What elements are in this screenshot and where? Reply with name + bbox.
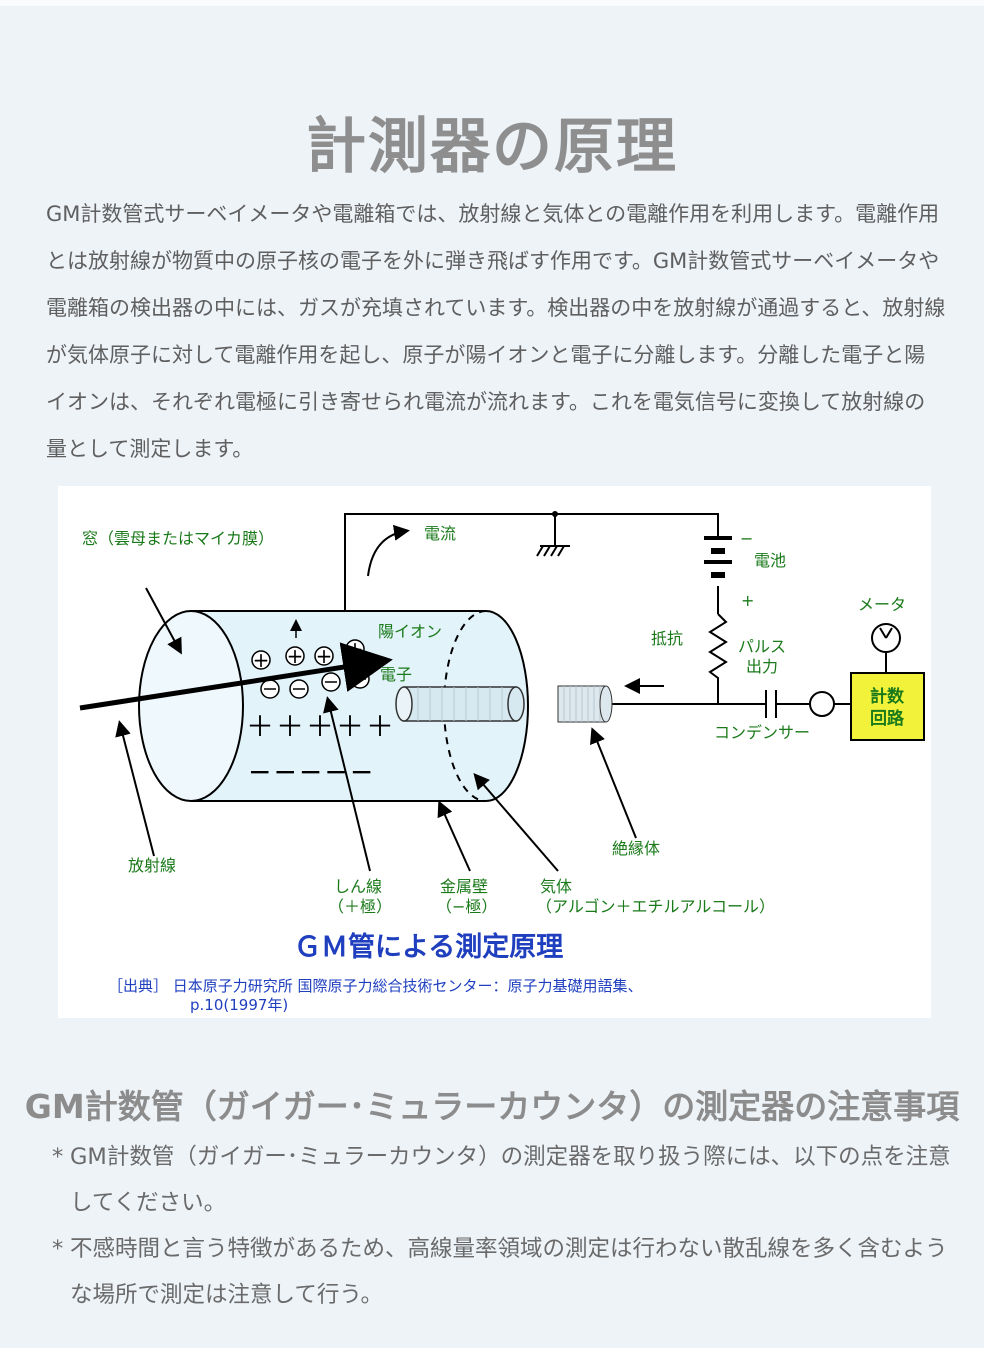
note-bullet: * (52, 1236, 64, 1262)
label-anode-1: しん線 (334, 877, 382, 896)
counter-circuit-box (850, 672, 925, 741)
label-pulse-2: 出力 (746, 657, 778, 676)
label-anode-2: （＋極） (328, 897, 392, 916)
label-window: 窓（雲母またはマイカ膜） (82, 529, 274, 548)
label-capacitor: コンデンサー (714, 723, 810, 742)
label-wall-1: 金属壁 (440, 877, 488, 896)
note-text: 不感時間と言う特徴があるため、高線量率領域の測定は行わない散乱線を多く含むような… (70, 1236, 948, 1308)
label-battery-plus: + (741, 591, 754, 610)
radiation-path (79, 642, 393, 711)
pointer-arrows (115, 524, 664, 872)
label-wall-2: （−極） (436, 897, 497, 916)
label-electron: 電子 (380, 665, 412, 684)
minus-charges: −−−−− (248, 755, 375, 788)
diagram-source-2: p.10(1997年) (190, 996, 288, 1014)
svg-text:+: + (287, 644, 304, 668)
diagram-source-1: ［出典］ 日本原子力研究所 国際原子力総合技術センター：原子力基礎用語集、 (108, 977, 643, 995)
battery-icon (704, 536, 732, 578)
note-item: * 不感時間と言う特徴があるため、高線量率領域の測定は行わない散乱線を多く含むよ… (52, 1226, 964, 1318)
label-radiation: 放射線 (128, 856, 176, 875)
junction-dot (552, 511, 558, 517)
note-item: * GM計数管（ガイガー･ミュラーカウンタ）の測定器を取り扱う際には、以下の点を… (52, 1134, 964, 1226)
label-cation: 陽イオン (378, 622, 442, 641)
diagram-caption: ＧＭ管による測定原理 (294, 931, 563, 963)
page-title: 計測器の原理 (306, 112, 678, 183)
label-counter-1: 計数 (870, 686, 905, 707)
label-battery-minus: − (740, 529, 753, 548)
label-current: 電流 (424, 524, 456, 543)
top-divider (0, 0, 984, 6)
gm-tube-diagram: + + + + 窓（雲母またはマイカ膜） 電流 (58, 486, 931, 1018)
note-text: GM計数管（ガイガー･ミュラーカウンタ）の測定器を取り扱う際には、以下の点を注意… (70, 1144, 951, 1216)
label-insulator: 絶縁体 (612, 839, 660, 858)
intro-paragraph: GM計数管式サーベイメータや電離箱では、放射線と気体との電離作用を利用します。電… (46, 202, 946, 461)
svg-text:+: + (253, 648, 270, 672)
meter-icon (871, 623, 901, 653)
svg-text:+: + (316, 644, 333, 668)
notes-heading: GM計数管（ガイガー･ミュラーカウンタ）の測定器の注意事項 (24, 1087, 960, 1127)
circuit-wires (344, 513, 887, 718)
diagram-svg: + + + + 窓（雲母またはマイカ膜） 電流 (79, 511, 925, 1014)
label-meter: メータ (858, 595, 906, 614)
label-gas-2: （アルゴン＋エチルアルコール） (536, 897, 775, 916)
note-bullet: * (52, 1144, 64, 1170)
label-resistor: 抵抗 (651, 629, 683, 648)
plus-charges: ＋＋＋＋＋ (246, 710, 396, 743)
label-counter-2: 回路 (870, 708, 905, 729)
label-pulse-1: パルス (738, 637, 786, 656)
gm-tube-icon (138, 610, 613, 802)
label-battery: 電池 (754, 551, 786, 570)
label-gas-1: 気体 (540, 877, 572, 896)
connector-circle (809, 691, 835, 717)
notes-list: * GM計数管（ガイガー･ミュラーカウンタ）の測定器を取り扱う際には、以下の点を… (52, 1134, 964, 1318)
svg-text:+: + (347, 637, 364, 661)
